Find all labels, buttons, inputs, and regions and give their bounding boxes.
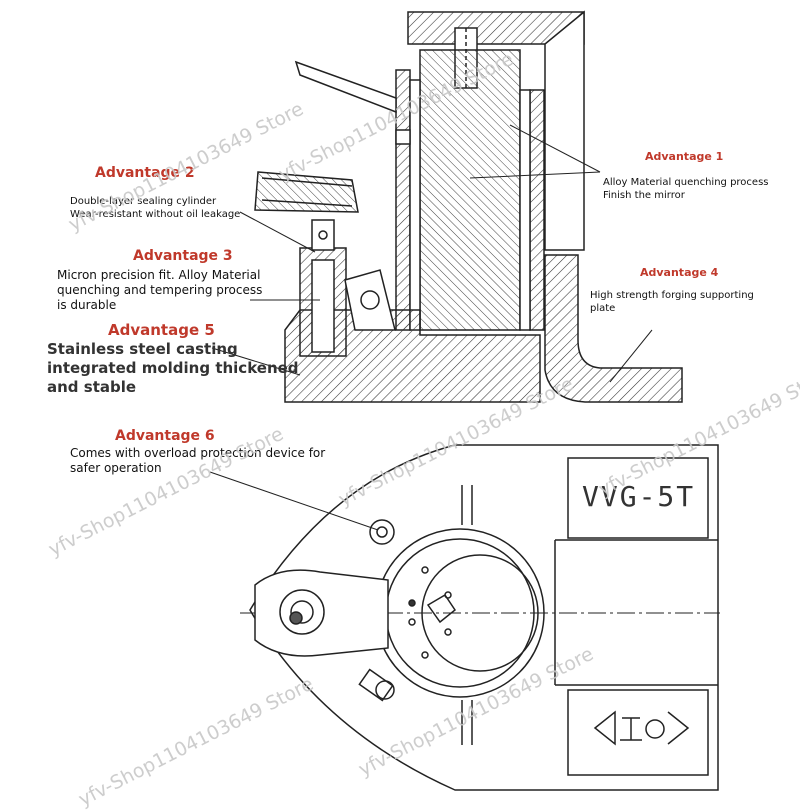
- advantage-2-title: Advantage 2: [95, 165, 195, 181]
- advantage-4-title: Advantage 4: [640, 266, 719, 279]
- advantage-2-body: Double-layer sealing cylinder Wear-resis…: [70, 196, 241, 220]
- leader-lines-plan: [209, 471, 379, 531]
- advantage-5-title: Advantage 5: [108, 321, 215, 339]
- section-view: [254, 10, 683, 403]
- advantage-1-title: Advantage 1: [645, 150, 724, 163]
- advantage-3-title: Advantage 3: [133, 248, 233, 264]
- plan-view: [240, 444, 720, 791]
- pivot-block: [344, 269, 396, 331]
- hook-column: [544, 10, 585, 251]
- model-plate: [567, 457, 709, 539]
- logo-mark: [593, 710, 690, 746]
- overload-valve: [369, 519, 395, 545]
- pump-arm: [254, 569, 389, 657]
- logo-plate: [567, 689, 709, 776]
- inner-sleeve-right: [519, 89, 531, 331]
- advantage-1-body: Alloy Material quenching process Finish …: [603, 177, 769, 201]
- hook-toe: [544, 254, 683, 403]
- release-screw: [358, 668, 394, 702]
- pump-link: [311, 219, 335, 251]
- outer-wall-right: [529, 89, 545, 331]
- advantage-5-body: Stainless steel casting integrated moldi…: [47, 340, 299, 396]
- top-cap: [407, 11, 585, 45]
- model-label: VVG-5T: [582, 480, 696, 513]
- leader-lines-section: [211, 124, 653, 383]
- advantage-6-body: Comes with overload protection device fo…: [70, 446, 326, 475]
- advantage-3-body: Micron precision fit. Alloy Material que…: [57, 268, 263, 312]
- advantage-4-body: High strength forging supporting plate: [590, 290, 754, 314]
- advantage-6-title: Advantage 6: [115, 428, 215, 444]
- oil-channel: [426, 593, 457, 624]
- pump-pivot: [279, 589, 325, 635]
- handle-rod: [294, 60, 397, 114]
